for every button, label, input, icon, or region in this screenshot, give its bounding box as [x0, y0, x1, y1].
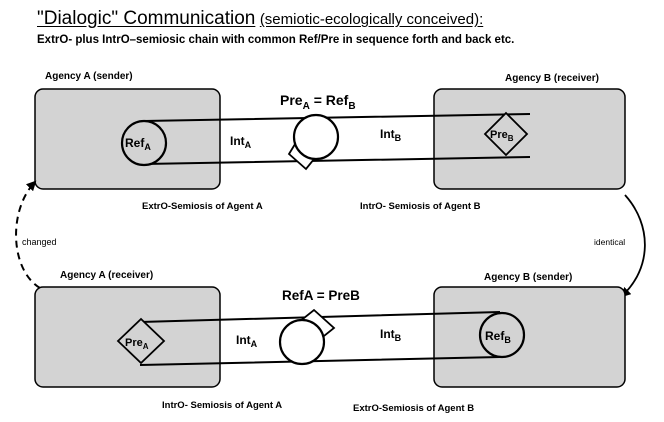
top-ref-circle — [292, 113, 340, 161]
changed-label-bg — [18, 234, 64, 248]
top-center-label: PreA = RefB — [280, 92, 356, 112]
top-ref-a-label: RefA — [125, 136, 151, 152]
top-pre-b-node — [483, 111, 529, 157]
top-caption-left: ExtrO-Semiosis of Agent A — [142, 201, 263, 212]
changed-label: changed — [22, 237, 57, 247]
agency-b-receiver-box — [433, 88, 626, 190]
identical-arrow — [620, 194, 646, 298]
title-sub: (semiotic-ecologically conceived): — [259, 11, 484, 28]
bottom-ref-b-node — [478, 311, 526, 359]
top-ref-a-node — [120, 119, 168, 167]
top-int-b-label: IntB — [380, 127, 402, 143]
bottom-pre-a-label: PreA — [125, 337, 149, 351]
top-caption-right: IntrO- Semiosis of Agent B — [360, 201, 481, 212]
agency-b-sender-box — [433, 286, 626, 388]
diagram-title: "Dialogic" Communication (semiotic-ecolo… — [37, 8, 483, 30]
identical-label: identical — [594, 237, 625, 247]
diagram-subtitle: ExtrO- plus IntrO–semiosic chain with co… — [37, 34, 515, 46]
agency-a-receiver-label: Agency A (receiver) — [60, 270, 153, 281]
agency-b-sender-label: Agency B (sender) — [484, 272, 572, 283]
bottom-caption-right: ExtrO-Semiosis of Agent B — [353, 403, 474, 414]
bottom-pre-a-node — [116, 317, 166, 365]
bottom-caption-left: IntrO- Semiosis of Agent A — [162, 400, 282, 411]
bottom-ref-b-label: RefB — [485, 329, 511, 345]
identical-label-bg — [592, 235, 636, 248]
title-main: "Dialogic" Communication — [37, 8, 256, 29]
top-chain-band — [143, 113, 531, 165]
top-int-a-label: IntA — [230, 134, 252, 150]
bottom-int-a-label: IntA — [236, 333, 258, 349]
agency-b-receiver-label: Agency B (receiver) — [505, 73, 599, 84]
bottom-ref-circle — [278, 318, 326, 366]
agency-a-sender-label: Agency A (sender) — [45, 71, 133, 82]
bottom-center-label: RefA = PreB — [282, 288, 360, 303]
bottom-int-b-label: IntB — [380, 327, 402, 343]
top-pre-b-label: PreB — [490, 129, 514, 143]
